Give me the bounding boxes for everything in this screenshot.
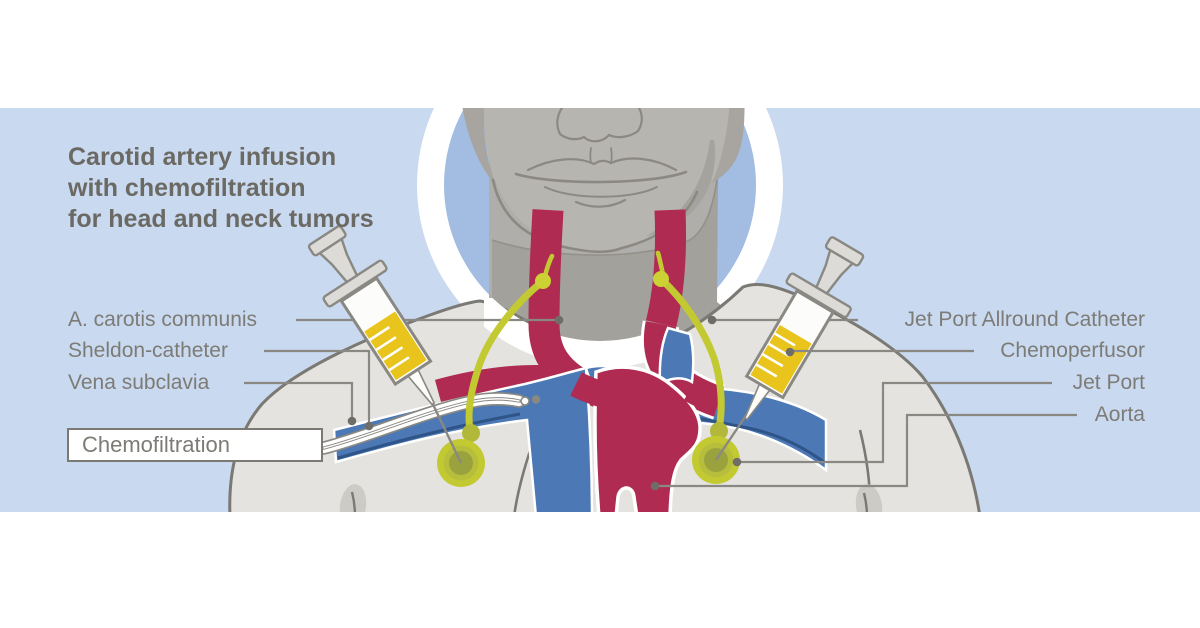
label-chemoperfusor: Chemoperfusor	[1000, 339, 1145, 362]
right-catheter	[658, 276, 725, 430]
nose	[556, 99, 643, 143]
left-artery-entry-dot	[535, 273, 551, 289]
right-port-nub	[710, 422, 728, 440]
leader-lines-left	[244, 315, 858, 431]
jugular-vein-spike	[658, 326, 695, 387]
halo-ring-collar	[484, 298, 656, 368]
head-right-side	[712, 96, 745, 183]
needle-wires	[427, 395, 750, 464]
title-line-3: for head and neck tumors	[68, 205, 374, 233]
title-line-1: Carotid artery infusion	[68, 143, 337, 171]
label-vena-subclavia: Vena subclavia	[68, 371, 210, 394]
label-jet-port-allround-catheter: Jet Port Allround Catheter	[904, 308, 1145, 331]
right-carotid-artery	[645, 209, 687, 328]
head-left-side	[457, 96, 497, 186]
leader-vena-subclavia	[244, 381, 354, 419]
top-white-bar	[0, 0, 1200, 108]
sheldon-catheter-tube	[317, 392, 541, 455]
label-a-carotis-communis: A. carotis communis	[68, 308, 258, 331]
label-sheldon-catheter: Sheldon-catheter	[68, 339, 228, 362]
left-catheter	[465, 278, 546, 431]
label-aorta: Aorta	[1094, 403, 1145, 426]
leader-aorta	[659, 413, 1077, 488]
aorta	[570, 365, 720, 519]
leader-jet-port	[741, 381, 1052, 464]
title-line-2: with chemofiltration	[68, 174, 306, 202]
chemofiltration-box: Chemofiltration	[67, 428, 323, 462]
right-artery-entry-dot	[653, 271, 669, 287]
leader-sheldon	[264, 349, 371, 424]
leader-lines-right	[650, 347, 1077, 491]
catheter-side-hole	[520, 396, 530, 406]
jet-port-catheters	[462, 250, 728, 442]
catheter-tip-dot	[531, 395, 541, 404]
left-port-nub	[462, 424, 480, 442]
bottom-white-bar	[0, 512, 1200, 628]
lips	[514, 157, 688, 208]
label-jet-port: Jet Port	[1072, 371, 1145, 394]
